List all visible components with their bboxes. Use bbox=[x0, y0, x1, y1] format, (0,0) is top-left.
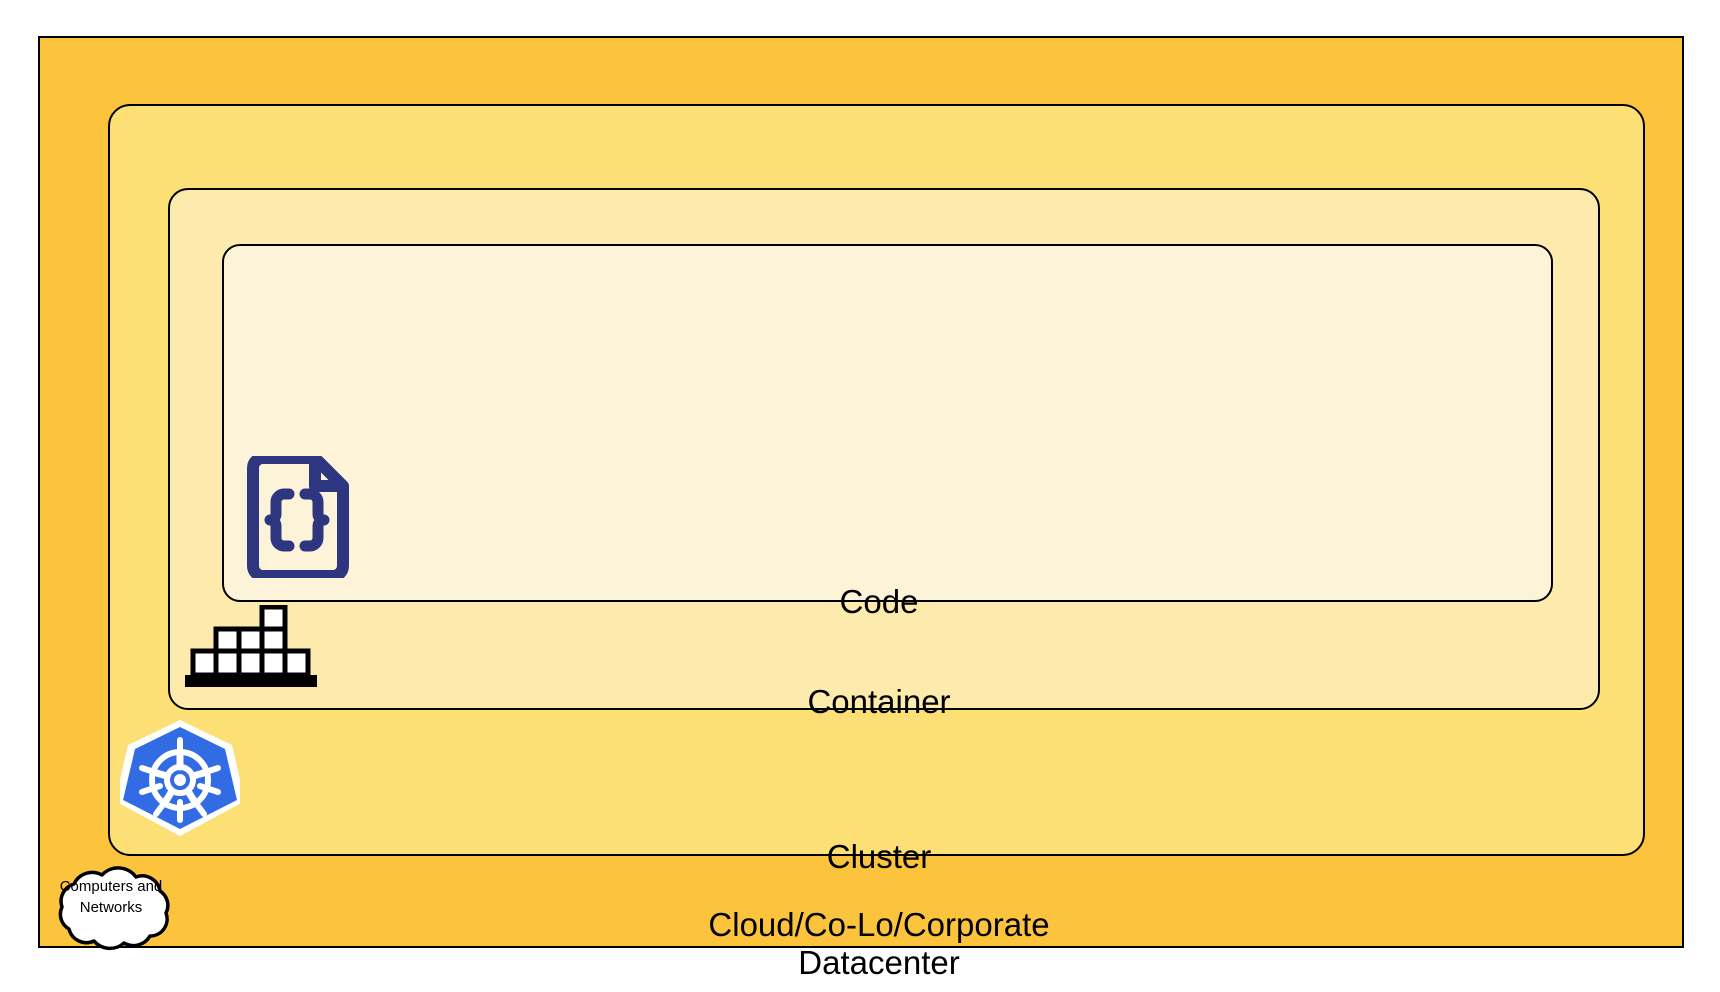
layer-label-datacenter: Cloud/Co-Lo/Corporate Datacenter bbox=[0, 868, 1720, 982]
cloud-icon bbox=[36, 858, 186, 956]
layer-label-cluster: Cluster bbox=[0, 800, 1720, 876]
stacked-blocks-icon bbox=[185, 604, 317, 687]
layer-label-container: Container bbox=[0, 645, 1720, 721]
layer-label-cluster-text: Cluster bbox=[826, 838, 932, 875]
kubernetes-helm-wheel-icon bbox=[115, 718, 245, 838]
layer-label-code-text: Code bbox=[839, 583, 919, 620]
layer-code[interactable] bbox=[222, 244, 1553, 602]
layer-label-code: Code bbox=[0, 545, 1720, 621]
json-code-document-icon bbox=[243, 452, 351, 582]
layer-label-datacenter-text: Cloud/Co-Lo/Corporate Datacenter bbox=[708, 906, 1050, 981]
layer-label-container-text: Container bbox=[807, 683, 951, 720]
